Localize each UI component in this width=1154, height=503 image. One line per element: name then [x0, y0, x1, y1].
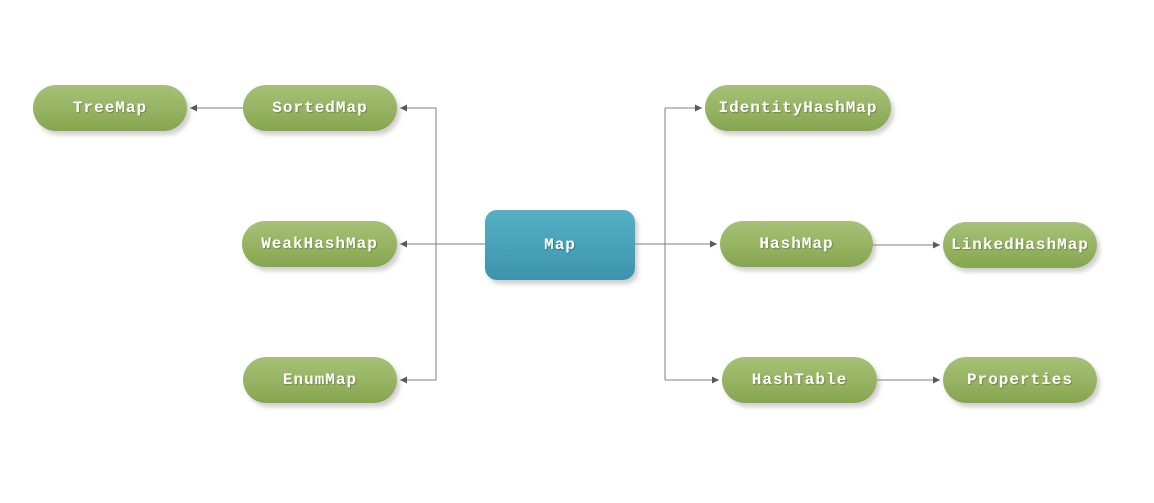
- node-linkedhashmap: LinkedHashMap: [943, 222, 1097, 268]
- node-enummap: EnumMap: [243, 357, 397, 403]
- node-weakhashmap: WeakHashMap: [242, 221, 397, 267]
- node-identityhashmap: IdentityHashMap: [705, 85, 891, 131]
- node-map-root: Map: [485, 210, 635, 280]
- node-hashmap: HashMap: [720, 221, 873, 267]
- node-properties: Properties: [943, 357, 1097, 403]
- node-hashtable: HashTable: [722, 357, 877, 403]
- node-treemap: TreeMap: [33, 85, 187, 131]
- node-sortedmap: SortedMap: [243, 85, 397, 131]
